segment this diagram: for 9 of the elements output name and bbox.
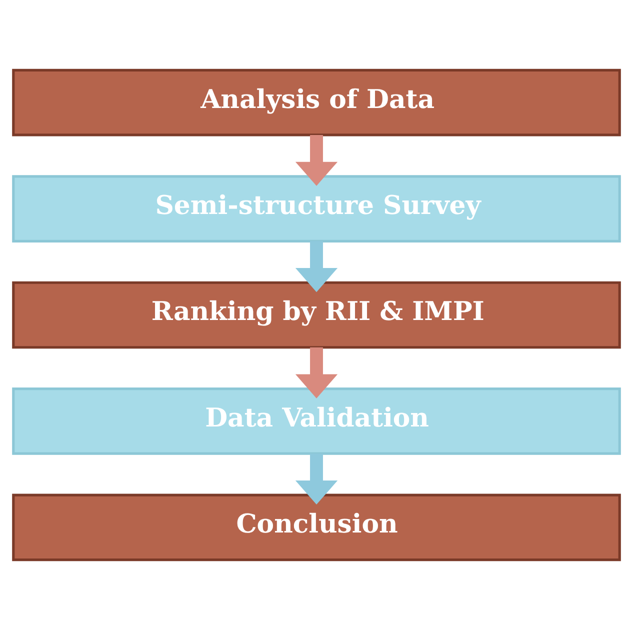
arrow	[295, 454, 338, 505]
node-box: Data Validation	[12, 388, 621, 455]
arrow	[295, 241, 338, 292]
arrow	[295, 134, 338, 186]
node-box: Analysis of Data	[12, 68, 621, 136]
node-box: Conclusion	[12, 494, 621, 562]
node-box: Semi-structure Survey	[12, 175, 621, 242]
arrow	[295, 347, 338, 398]
node-box: Ranking by RII & IMPI	[12, 281, 621, 349]
